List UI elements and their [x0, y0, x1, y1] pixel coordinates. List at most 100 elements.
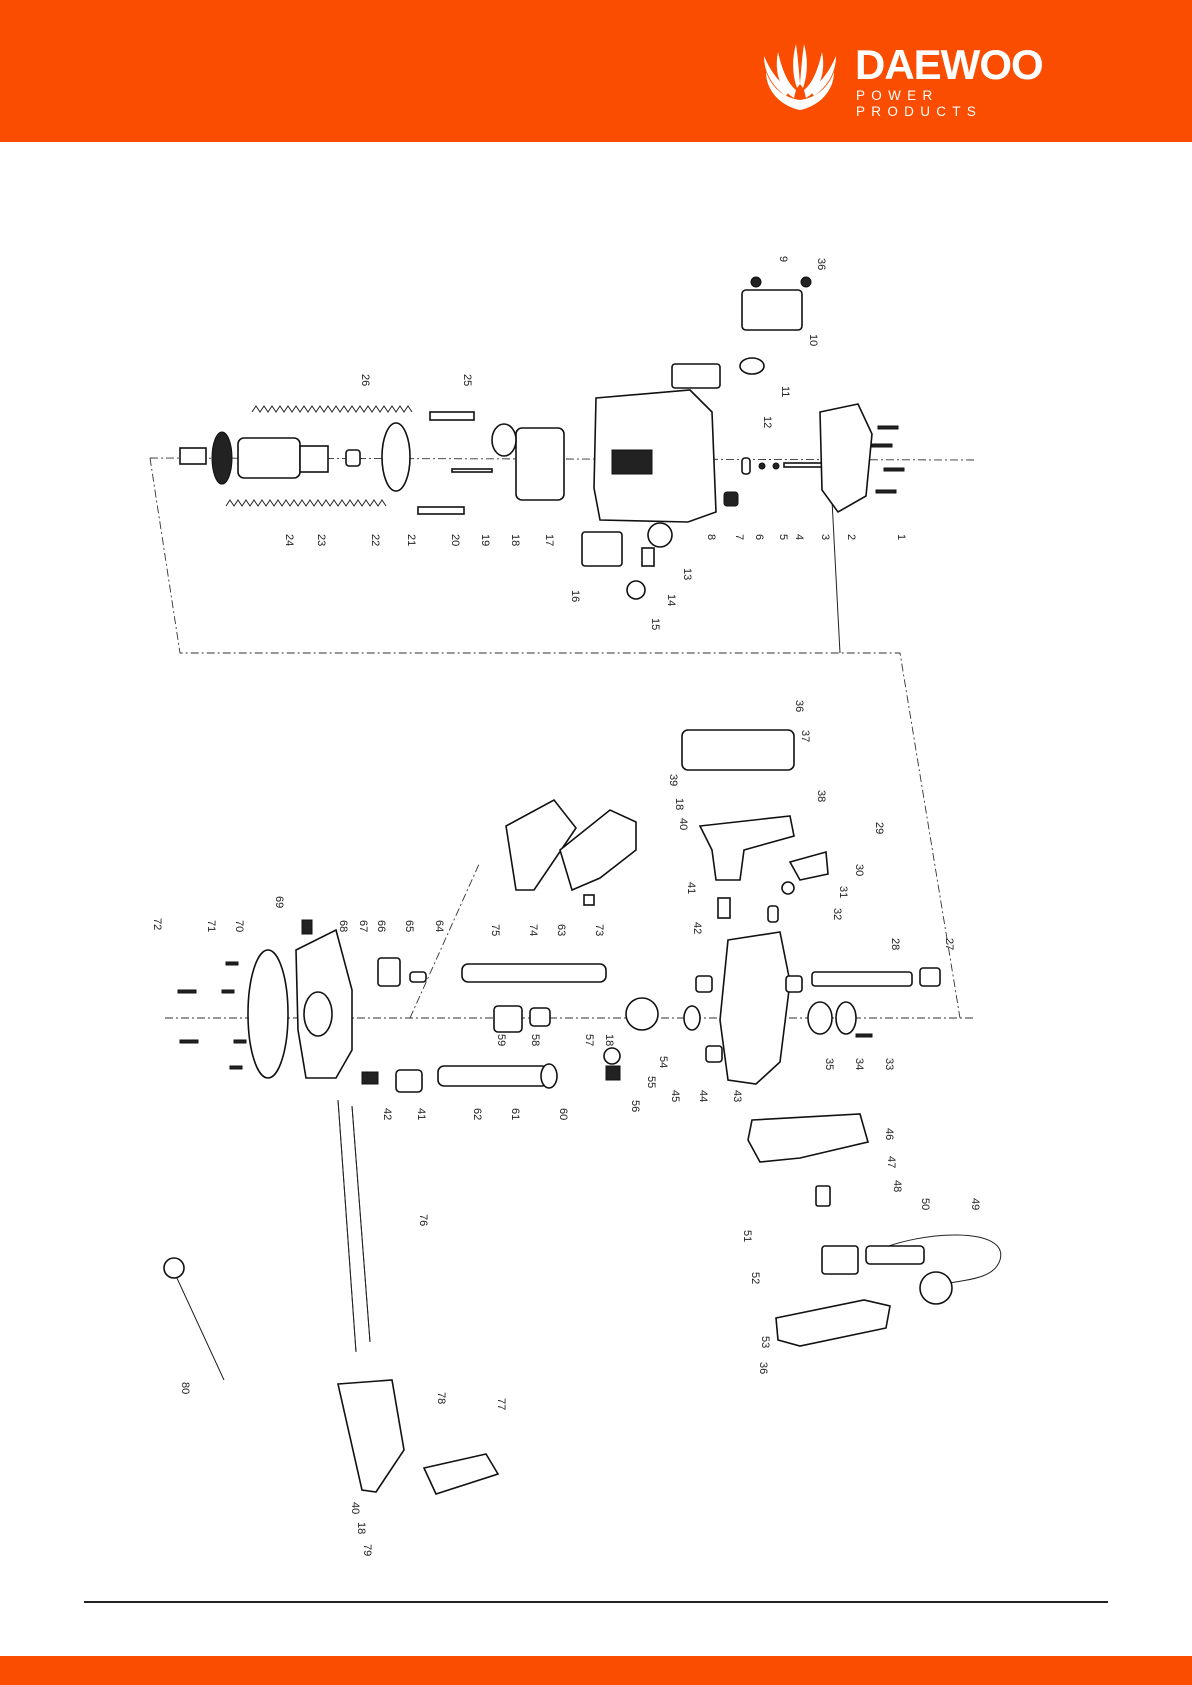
- base-assembly: [164, 730, 1001, 1494]
- label-26: 26: [359, 374, 371, 386]
- label-22: 22: [369, 534, 381, 546]
- label-41a: 41: [685, 882, 697, 894]
- top-cover-37: [682, 730, 794, 770]
- label-61: 61: [509, 1108, 521, 1120]
- label-25: 25: [461, 374, 473, 386]
- screw-25: [430, 412, 474, 420]
- armature-commutator: [300, 446, 328, 472]
- spring-31: [782, 882, 794, 894]
- washer-34: [836, 1002, 856, 1034]
- screw-36-top: [801, 277, 811, 287]
- label-4: 4: [793, 534, 805, 540]
- label-58: 58: [529, 1034, 541, 1046]
- label-64: 64: [433, 920, 445, 932]
- label-38: 38: [815, 790, 827, 802]
- label-45: 45: [669, 1090, 681, 1102]
- label-12: 12: [761, 416, 773, 428]
- knob-11: [740, 358, 764, 374]
- label-10: 10: [807, 334, 819, 346]
- label-37: 37: [799, 730, 811, 742]
- trigger-30: [790, 852, 828, 880]
- parallel-guide-78: [338, 1380, 404, 1492]
- motor-carrier-43: [720, 932, 790, 1084]
- base-opening: [304, 992, 332, 1036]
- label-46: 46: [883, 1128, 895, 1140]
- label-77: 77: [495, 1398, 507, 1410]
- pin-14: [642, 548, 654, 566]
- base-plate-70: [248, 950, 288, 1078]
- label-80: 80: [179, 1382, 191, 1394]
- stator-17: [516, 428, 564, 500]
- label-54: 54: [657, 1056, 669, 1068]
- screw-3: [784, 463, 824, 467]
- label-52: 52: [749, 1272, 761, 1284]
- label-35: 35: [823, 1058, 835, 1070]
- cord-guard-50: [866, 1246, 924, 1264]
- housing-window: [612, 450, 652, 474]
- brand-name: DAEWOO: [855, 44, 1043, 86]
- label-5: 5: [777, 534, 789, 540]
- spring-56: [606, 1066, 620, 1080]
- label-47: 47: [885, 1156, 897, 1168]
- tube-61: [438, 1066, 548, 1086]
- label-19: 19: [479, 534, 491, 546]
- screw-15: [627, 581, 645, 599]
- label-78: 78: [435, 1392, 447, 1404]
- nut-59: [494, 1006, 522, 1032]
- ring-13: [648, 523, 672, 547]
- cover-12: [672, 364, 720, 388]
- washer-4: [773, 463, 779, 469]
- label-2: 2: [845, 534, 857, 540]
- label-36b: 36: [793, 700, 805, 712]
- label-42a: 42: [691, 922, 703, 934]
- motor-assembly: [180, 277, 904, 599]
- knob-65: [378, 958, 400, 986]
- label-7: 7: [733, 534, 745, 540]
- footer-rule: [84, 1601, 1108, 1603]
- nut-55: [604, 1048, 620, 1064]
- label-29: 29: [873, 822, 885, 834]
- screw-19: [452, 469, 492, 472]
- label-36a: 36: [815, 258, 827, 270]
- label-40b: 40: [349, 1502, 361, 1514]
- armature-23: [238, 438, 300, 478]
- spring-24: [226, 500, 386, 506]
- label-57: 57: [583, 1034, 595, 1046]
- screw-20: [418, 507, 464, 514]
- exploded-parts-diagram: 1 2 3 4 5 6 7 8 9 10 11 12 13 14 15 16 1…: [0, 150, 1192, 1590]
- label-59: 59: [495, 1034, 507, 1046]
- tube-63: [462, 964, 606, 982]
- pin-6: [742, 458, 750, 474]
- clip-51: [816, 1186, 830, 1206]
- label-33: 33: [883, 1058, 895, 1070]
- label-14: 14: [665, 594, 677, 606]
- label-66: 66: [375, 920, 387, 932]
- rear-cap-2: [820, 404, 872, 512]
- knob-69: [302, 920, 312, 934]
- label-32: 32: [831, 908, 843, 920]
- label-21: 21: [405, 534, 417, 546]
- ring-35: [808, 1002, 832, 1034]
- wrench-80: [176, 1276, 224, 1380]
- label-56: 56: [629, 1100, 641, 1112]
- label-69: 69: [273, 896, 285, 908]
- knob-41-lower: [396, 1070, 422, 1092]
- label-23: 23: [315, 534, 327, 546]
- label-50: 50: [919, 1198, 931, 1210]
- label-28: 28: [889, 938, 901, 950]
- brand-logo: DAEWOO POWER PRODUCTS: [750, 40, 1070, 114]
- depth-rod-28: [812, 972, 912, 986]
- label-18: 18: [509, 534, 521, 546]
- footer-bar: [0, 1656, 1192, 1685]
- stator-flange: [492, 424, 516, 456]
- rod-76a-inner: [338, 1100, 356, 1352]
- label-71: 71: [205, 920, 217, 932]
- label-9: 9: [777, 256, 789, 262]
- label-79: 79: [361, 1544, 373, 1556]
- screws-71-72: [178, 962, 246, 1069]
- bearing-22: [346, 450, 360, 466]
- rod-76b-inner: [352, 1106, 370, 1342]
- label-15: 15: [649, 618, 661, 630]
- nut-73: [584, 895, 594, 905]
- label-60: 60: [557, 1108, 569, 1120]
